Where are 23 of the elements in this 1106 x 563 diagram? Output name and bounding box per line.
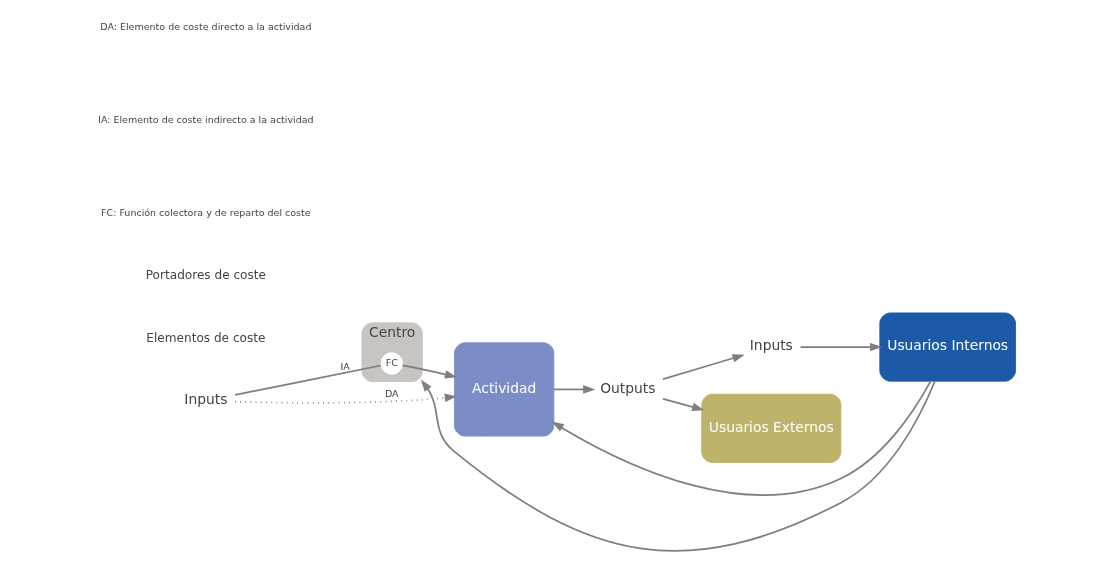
- arrow: [799, 342, 883, 352]
- arrow: [420, 379, 936, 552]
- connector: [234, 364, 382, 396]
- node-text: Inputs: [749, 337, 793, 354]
- node-box: Actividad: [454, 342, 555, 437]
- label: Portadores de coste: [145, 268, 266, 283]
- node-text: Outputs: [600, 379, 656, 396]
- arrow: [662, 354, 745, 381]
- node-text: Inputs: [184, 390, 228, 407]
- label: FC: Función colectora y de reparto del coste: [101, 207, 311, 219]
- arrow: [553, 385, 596, 394]
- node-box: Usuarios Internos: [879, 312, 1016, 382]
- label: IA: Elemento de coste indirecto a la actividad: [98, 113, 314, 125]
- node-circle: FC: [380, 352, 403, 375]
- arrow: [234, 393, 457, 404]
- arrow: [551, 380, 932, 496]
- node-box: Usuarios Externos: [701, 393, 842, 463]
- label: DA: Elemento de coste directo a la actividad: [100, 20, 312, 32]
- arrow: [401, 364, 457, 379]
- label: Elementos de coste: [146, 330, 266, 345]
- edge-label: IA: [340, 361, 350, 373]
- edge-label: DA: [384, 388, 399, 400]
- arrow: [662, 398, 705, 412]
